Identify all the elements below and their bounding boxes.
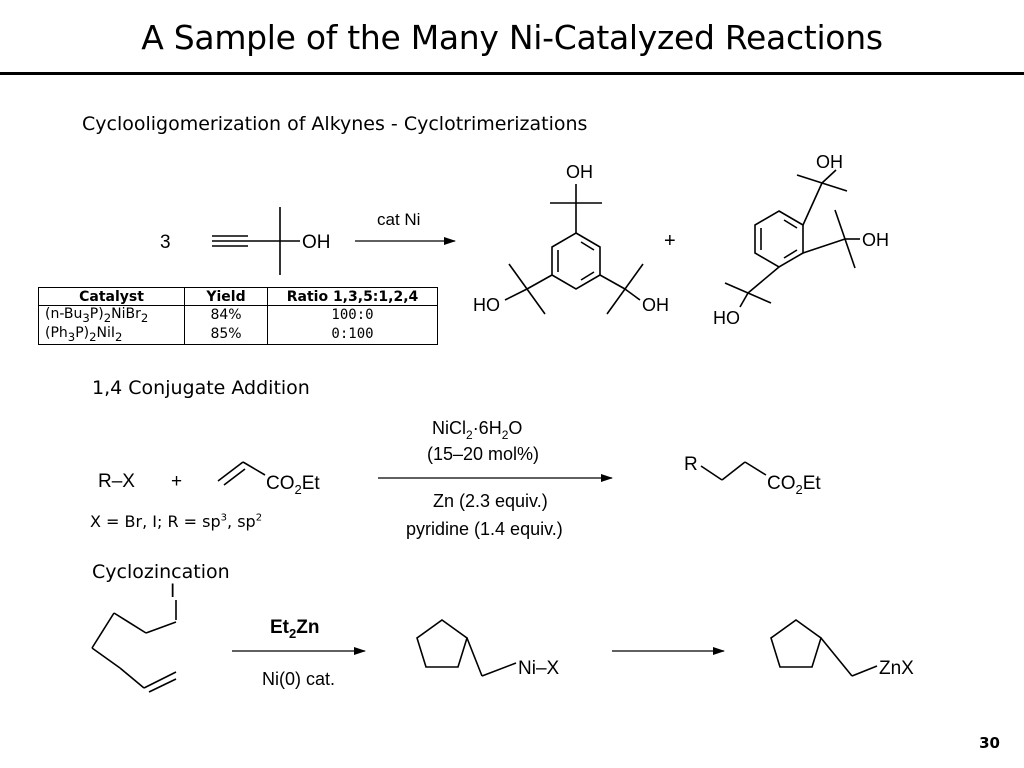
catalyst-cell: (n-Bu3P)2NiBr2 bbox=[38, 305, 185, 325]
diethylzinc-label: Et2Zn bbox=[270, 617, 319, 641]
catalyst-selectivity-table: Catalyst Yield Ratio 1,3,5:1,2,4 (n-Bu3P… bbox=[38, 287, 438, 345]
ethyl-acrylate-structure bbox=[217, 461, 266, 486]
title-divider bbox=[0, 72, 1024, 75]
nickel-zero-catalyst-label: Ni(0) cat. bbox=[262, 669, 335, 689]
section-cyclotrimerization-heading: Cyclooligomerization of Alkynes - Cyclot… bbox=[82, 113, 588, 135]
product-plus-sign: + bbox=[664, 230, 676, 252]
product1-top-oh: OH bbox=[566, 162, 593, 182]
reactant-plus-sign: + bbox=[171, 471, 182, 492]
product-135-trisubstituted-benzene bbox=[504, 184, 644, 315]
stoichiometric-coefficient: 3 bbox=[160, 232, 171, 253]
substrate-scope-note: X = Br, I; R = sp3, sp2 bbox=[90, 512, 263, 531]
column-header-ratio: Ratio 1,3,5:1,2,4 bbox=[267, 287, 438, 306]
trimerization-reagent: cat Ni bbox=[377, 210, 420, 229]
alkyne-starting-material bbox=[212, 207, 300, 275]
page-number: 30 bbox=[979, 734, 1000, 752]
table-row: (n-Bu3P)2NiBr2 84% 100:0 bbox=[38, 305, 438, 325]
nickel-catalyst-label: NiCl2·6H2O bbox=[432, 418, 522, 442]
product2-top-oh: OH bbox=[816, 152, 843, 172]
iodide-label: I bbox=[170, 581, 175, 602]
section-conjugate-addition-heading: 1,4 Conjugate Addition bbox=[92, 377, 310, 399]
yield-cell: 84% bbox=[184, 305, 268, 325]
column-header-yield: Yield bbox=[184, 287, 268, 306]
table-row: (Ph3P)2NiI2 85% 0:100 bbox=[38, 324, 438, 345]
nickel-halide-label: Ni–X bbox=[518, 658, 560, 679]
product1-left-ho: HO bbox=[473, 295, 500, 315]
zinc-reagent-label: Zn (2.3 equiv.) bbox=[433, 491, 548, 511]
acrylate-ester-label: CO2Et bbox=[266, 473, 320, 497]
alkyne-hydroxyl-label: OH bbox=[302, 232, 331, 253]
iodo-alkene-substrate bbox=[91, 600, 177, 693]
ratio-cell: 100:0 bbox=[267, 305, 438, 325]
product-ester-label: CO2Et bbox=[767, 473, 821, 497]
pyridine-reagent-label: pyridine (1.4 equiv.) bbox=[406, 519, 563, 539]
product2-right-oh: OH bbox=[862, 230, 889, 250]
slide-title: A Sample of the Many Ni-Catalyzed Reacti… bbox=[141, 18, 883, 57]
catalyst-loading-label: (15–20 mol%) bbox=[427, 444, 539, 464]
cyclopentyl-zinc-product bbox=[770, 619, 878, 677]
conjugate-addition-product-chain bbox=[700, 461, 767, 481]
table-header-row: Catalyst Yield Ratio 1,3,5:1,2,4 bbox=[38, 287, 438, 306]
yield-cell: 85% bbox=[184, 324, 268, 345]
organozinc-label: ZnX bbox=[879, 658, 914, 679]
product-r-group-label: R bbox=[684, 454, 698, 475]
section-cyclozincation-heading: Cyclozincation bbox=[92, 561, 230, 583]
product1-right-oh: OH bbox=[642, 295, 669, 315]
alkyl-halide-label: R–X bbox=[98, 471, 135, 492]
column-header-catalyst: Catalyst bbox=[38, 287, 185, 306]
catalyst-cell: (Ph3P)2NiI2 bbox=[38, 324, 185, 345]
product2-bottom-ho: HO bbox=[713, 308, 740, 328]
ratio-cell: 0:100 bbox=[267, 324, 438, 345]
product-124-trisubstituted-benzene bbox=[724, 169, 860, 308]
cyclopentyl-nickel-intermediate bbox=[416, 619, 517, 677]
